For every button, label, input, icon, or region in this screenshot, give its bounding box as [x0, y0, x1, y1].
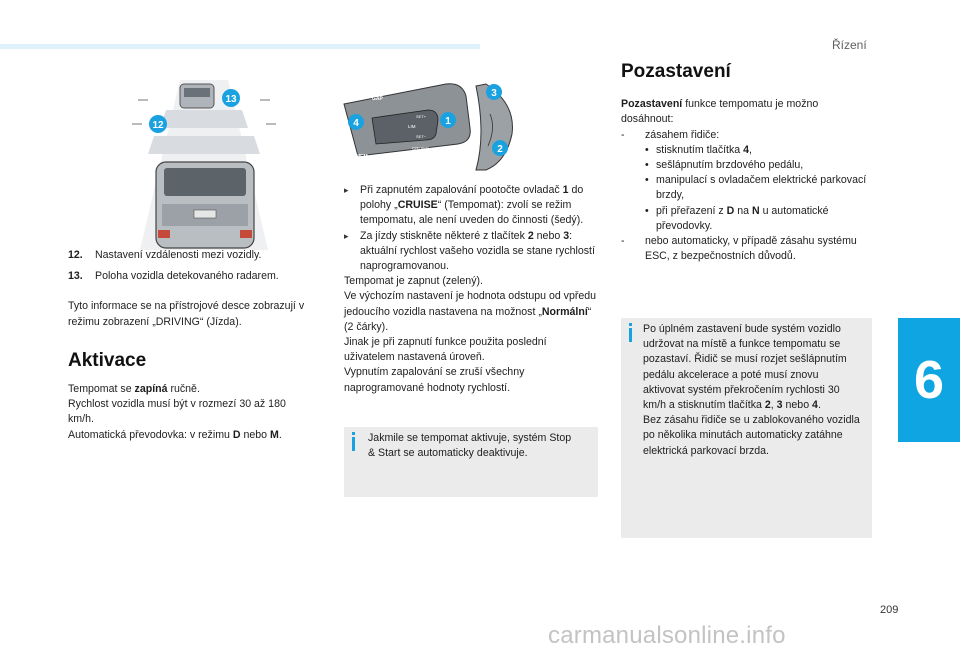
callout-4: 4 [348, 114, 364, 130]
callout-2: 2 [492, 140, 508, 156]
status-line: Tempomat je zapnut (zelený). [344, 275, 483, 288]
svg-text:1: 1 [445, 116, 451, 127]
chapter-tab [898, 318, 960, 442]
callout-item-13: 13. Poloha vozidla detekovaného radarem. [68, 270, 279, 283]
section-title: Řízení [832, 38, 867, 52]
info-icon [629, 323, 632, 342]
svg-text:GAP: GAP [372, 96, 384, 102]
instruction-1: ▸ Při zapnutém zapalování pootočte ovlad… [344, 183, 598, 229]
svg-text:2: 2 [497, 144, 503, 155]
svg-text:12: 12 [152, 120, 164, 131]
note-stop-start: Jakmile se tempomat aktivuje, systém Sto… [344, 427, 598, 497]
instruction-2: ▸ Za jízdy stiskněte některé z tlačítek … [344, 229, 598, 275]
svg-text:SET+: SET+ [416, 114, 427, 119]
svg-text:4: 4 [353, 118, 359, 129]
svg-text:MEM: MEM [356, 154, 368, 160]
svg-text:3: 3 [491, 88, 497, 99]
left-column: 12. Nastavení vzdálenosti mezi vozidly. … [68, 248, 310, 443]
right-column: Pozastavení Pozastavení funkce tempomatu… [621, 61, 871, 264]
callout-12: 12 [149, 115, 167, 133]
suspension-intro: Pozastavení funkce tempomatu je možno do… [621, 98, 819, 126]
callout-item-12: 12. Nastavení vzdálenosti mezi vozidly. [68, 249, 262, 261]
bullet-item: •při přeřazení z D na N u automatické př… [645, 204, 829, 232]
dash-item-esc: -nebo automaticky, v případě zásahu syst… [621, 235, 857, 263]
callout-13: 13 [222, 89, 240, 107]
callout-1: 1 [440, 112, 456, 128]
heading-activation: Aktivace [68, 349, 147, 371]
dash-item-driver: -zásahem řidiče: [621, 128, 720, 141]
header-bar [0, 44, 480, 49]
arrow-right-icon: ▸ [344, 185, 349, 195]
radar-distance-illustration: 13 12 [132, 80, 276, 250]
display-info-text: Tyto informace se na přístrojové desce z… [68, 300, 305, 328]
cruise-stalk-illustration: GAP SET+ SET− LIM CRUISE MEM 3 4 1 2 [343, 83, 513, 171]
arrow-right-icon: ▸ [344, 230, 349, 241]
callout-3: 3 [486, 84, 502, 100]
svg-text:SET−: SET− [416, 134, 427, 139]
page-number: 209 [880, 604, 899, 616]
heading-suspension: Pozastavení [621, 61, 731, 82]
reset-text: Vypnutím zapalování se zruší všechny nap… [344, 366, 525, 394]
bullet-item: •sešlápnutím brzdového pedálu, [645, 159, 804, 172]
note-full-stop: Po úplném zastavení bude systém vozidlo … [621, 318, 872, 538]
activation-paragraph: Tempomat se zapíná ručně. Rychlost vozid… [68, 383, 286, 441]
bullet-item: •manipulací s ovladačem elektrické parko… [645, 174, 867, 202]
bullet-item: •stisknutím tlačítka 4, [645, 143, 752, 156]
svg-text:CRUISE: CRUISE [412, 146, 429, 151]
svg-text:LIM: LIM [408, 124, 416, 129]
svg-text:13: 13 [225, 94, 237, 105]
watermark: carmanualsonline.info [548, 622, 786, 649]
chapter-number: 6 [913, 350, 945, 410]
last-level-text: Jinak je při zapnutí funkce použita posl… [344, 336, 547, 364]
default-gap-text: Ve výchozím nastavení je hodnota odstupu… [344, 290, 597, 333]
info-icon [352, 432, 355, 451]
middle-column: ▸ Při zapnutém zapalování pootočte ovlad… [344, 183, 598, 396]
